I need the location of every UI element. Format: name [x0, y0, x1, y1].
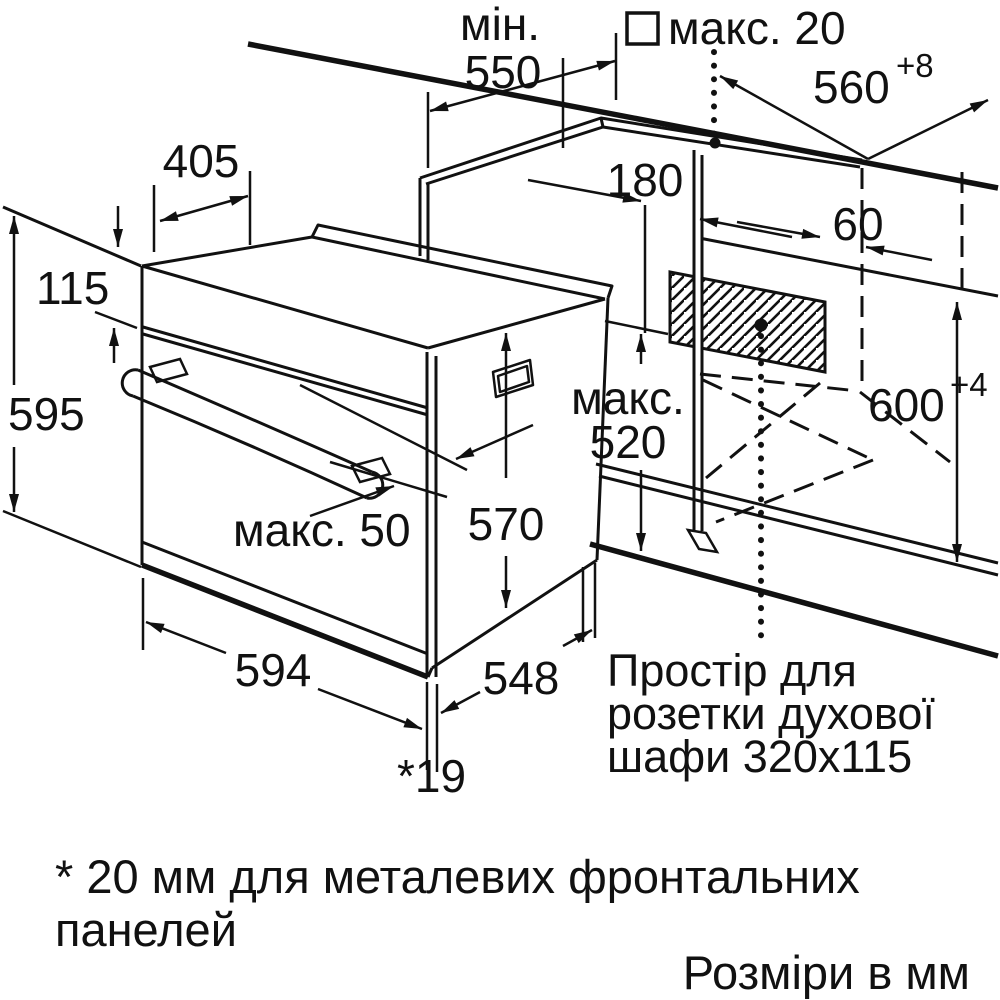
dimension-548 — [440, 563, 597, 715]
label-594: 594 — [235, 644, 312, 696]
dimension-405 — [152, 171, 252, 252]
units-note: Розміри в мм — [683, 946, 970, 999]
dimension-lines — [2, 33, 989, 772]
label-595: 595 — [8, 388, 85, 440]
label-max-20: макс. 20 — [668, 2, 846, 54]
socket-note-line2: розетки духової — [607, 688, 935, 739]
label-570: 570 — [468, 498, 545, 550]
label-max-word: макс. — [571, 372, 685, 424]
dimension-115 — [94, 206, 138, 363]
socket-point-dot — [754, 318, 768, 332]
dimension-560 — [719, 74, 989, 161]
label-560-tolerance: +8 — [896, 47, 934, 84]
label-405: 405 — [163, 135, 240, 187]
label-115: 115 — [36, 262, 109, 314]
label-180: 180 — [607, 154, 684, 206]
dimension-550 — [426, 33, 618, 168]
hob-square-icon — [625, 11, 660, 46]
label-548: 548 — [483, 652, 560, 704]
dimension-19 — [425, 682, 439, 772]
label-560: 560 — [813, 61, 890, 113]
label-min: мін. — [460, 0, 540, 50]
oven-handle — [120, 357, 392, 500]
dimension-60 — [736, 220, 933, 262]
label-550: 550 — [465, 46, 542, 98]
socket-note-line1: Простір для — [607, 645, 857, 696]
footnote-line2: панелей — [55, 903, 237, 956]
side-vent-detail — [491, 358, 535, 399]
label-520: 520 — [590, 416, 667, 468]
label-600: 600 — [868, 379, 945, 431]
niche-lines — [589, 150, 999, 659]
dimension-50 — [299, 383, 534, 518]
label-60: 60 — [832, 198, 883, 250]
label-19: *19 — [397, 750, 466, 802]
dimension-180 — [527, 178, 793, 333]
label-max-50: макс. 50 — [233, 504, 411, 556]
socket-area-hatch — [668, 270, 827, 374]
oven-outline — [140, 223, 614, 680]
dimension-595 — [2, 216, 142, 569]
label-600-tolerance: +4 — [950, 366, 988, 403]
footnote-line1: * 20 мм для металевих фронтальних — [55, 850, 860, 903]
reference-dotted-lines — [709, 49, 764, 641]
socket-note-line3: шафи 320x115 — [607, 731, 912, 782]
worktop-lines — [2, 41, 999, 298]
dimension-520 — [604, 319, 669, 551]
dimension-594 — [141, 578, 423, 731]
